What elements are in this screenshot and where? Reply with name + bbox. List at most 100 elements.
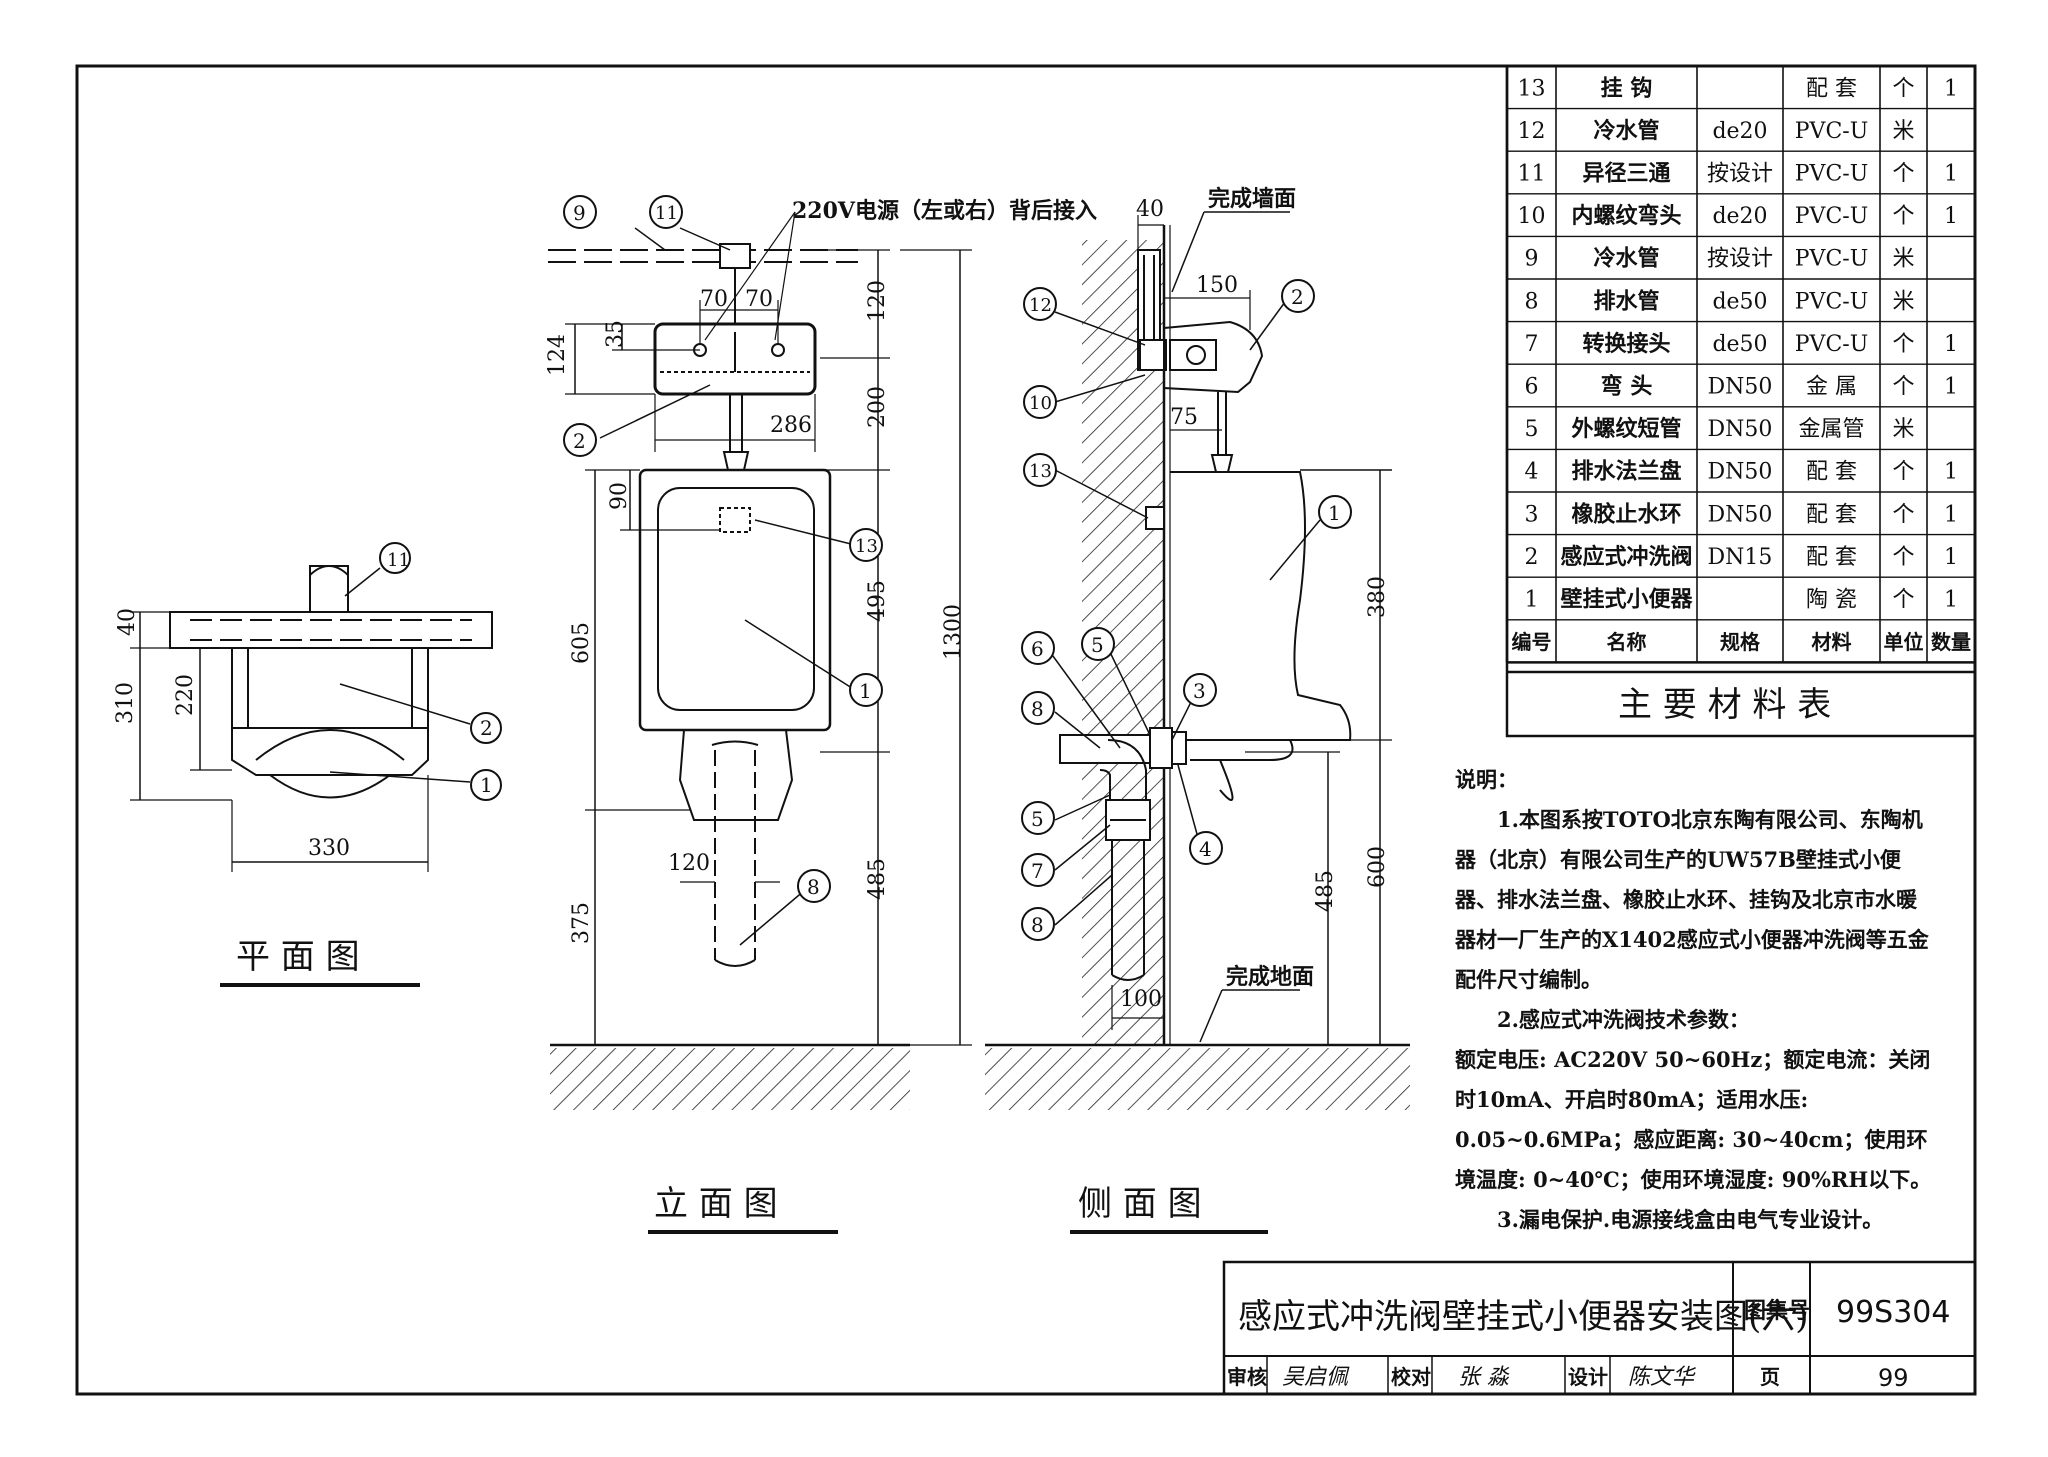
table-header-cell: 数量 [1931, 630, 1971, 654]
atlas-label: 图集号 [1744, 1298, 1810, 1324]
table-cell: 个 [1892, 588, 1914, 613]
top-view [130, 565, 493, 987]
callout-4: 4 [1189, 831, 1223, 865]
table-cell: 弯 头 [1601, 374, 1653, 400]
page-label: 页 [1760, 1365, 1780, 1389]
callout-3: 3 [1183, 673, 1217, 707]
table-cell: 排水法兰盘 [1571, 459, 1681, 485]
callout-1: 1 [1318, 495, 1352, 529]
table-cell: 金 属 [1806, 375, 1857, 400]
svg-text:1: 1 [859, 679, 872, 703]
table-cell: 个 [1892, 162, 1914, 187]
dim-75: 75 [1170, 405, 1198, 430]
callout-13: 13 [1023, 453, 1057, 487]
table-header-cell: 单位 [1884, 630, 1924, 654]
table-cell: 2 [1525, 545, 1539, 570]
table-cell: 米 [1892, 119, 1914, 144]
svg-text:10: 10 [1029, 393, 1052, 414]
callout-8-upper: 8 [1021, 691, 1055, 725]
table-cell: 1 [1944, 375, 1958, 400]
table-cell: 冷水管 [1593, 118, 1659, 144]
table-cell: 12 [1518, 119, 1546, 144]
svg-text:3: 3 [1193, 679, 1206, 703]
table-cell: 陶 瓷 [1806, 588, 1857, 613]
svg-text:11: 11 [387, 550, 410, 571]
table-cell: 转换接头 [1582, 331, 1670, 357]
table-cell: 挂 钩 [1601, 75, 1653, 101]
table-cell: 配 套 [1806, 76, 1857, 101]
table-cell: 10 [1518, 204, 1546, 229]
table-cell: 8 [1525, 289, 1539, 314]
dim-124: 124 [545, 334, 570, 376]
dim-485: 485 [1313, 870, 1338, 912]
dim-70-right: 70 [745, 287, 773, 312]
side-view [985, 211, 1410, 1234]
table-cell: 橡胶止水环 [1571, 501, 1681, 527]
design-label: 设计 [1568, 1365, 1608, 1389]
wall-label: 完成墙面 [1208, 186, 1296, 212]
svg-text:13: 13 [855, 536, 878, 557]
reviewer-signature: 吴启佩 [1282, 1365, 1350, 1390]
dim-150: 150 [1196, 273, 1238, 298]
atlas-number: 99S304 [1836, 1295, 1950, 1330]
dim-375: 375 [569, 902, 594, 944]
table-cell: PVC-U [1795, 162, 1869, 187]
callout-1: 1 [849, 673, 883, 707]
review-label: 审核 [1227, 1365, 1267, 1389]
note-2-params: 额定电压: AC220V 50~60Hz；额定电流：关闭时10mA、开启时80m… [1455, 1047, 1932, 1192]
side-view-title: 侧 面 图 [1078, 1184, 1202, 1224]
table-header-cell: 材料 [1812, 630, 1852, 654]
table-cell: PVC-U [1795, 332, 1869, 357]
table-cell: de20 [1712, 119, 1767, 144]
table-cell: 1 [1944, 332, 1958, 357]
callout-5-upper: 5 [1081, 627, 1115, 661]
dim-40: 40 [1136, 197, 1164, 222]
dim-310: 310 [113, 682, 138, 724]
check-label: 校对 [1391, 1365, 1431, 1389]
checker-signature: 张 淼 [1458, 1365, 1510, 1390]
dim-605: 605 [569, 622, 594, 664]
table-cell: 配 套 [1806, 460, 1857, 485]
callout-12: 12 [1023, 287, 1057, 321]
callout-1: 1 [470, 769, 502, 801]
table-cell: 1 [1525, 588, 1539, 613]
table-cell: 排水管 [1593, 288, 1659, 314]
callout-5-lower: 5 [1021, 801, 1055, 835]
table-cell: 配 套 [1806, 545, 1857, 570]
table-cell: 1 [1944, 460, 1958, 485]
callout-7: 7 [1021, 853, 1055, 887]
dim-286: 286 [770, 413, 812, 438]
table-cell: 1 [1944, 162, 1958, 187]
dim-220: 220 [173, 674, 198, 716]
side-view-labels: 完成墙面 完成地面 40 150 75 380 600 485 100 12 1… [1021, 186, 1390, 1224]
table-cell: DN50 [1708, 502, 1773, 527]
top-view-title: 平 面 图 [236, 937, 360, 977]
table-cell: 内螺纹弯头 [1571, 203, 1681, 229]
table-cell: 5 [1525, 417, 1539, 442]
dim-1300: 1300 [941, 604, 966, 660]
dim-200: 200 [865, 386, 890, 428]
table-cell: 个 [1892, 76, 1914, 101]
dim-90: 90 [607, 482, 632, 510]
table-cell: 11 [1518, 162, 1546, 187]
dim-100: 100 [1120, 987, 1162, 1012]
callout-11: 11 [649, 195, 683, 229]
table-cell: 配 套 [1806, 502, 1857, 527]
svg-text:8: 8 [1031, 913, 1044, 937]
page-number: 99 [1878, 1364, 1909, 1392]
table-cell: 金属管 [1798, 417, 1864, 442]
table-cell: DN50 [1708, 375, 1773, 400]
table-cell: 1 [1944, 76, 1958, 101]
svg-text:2: 2 [573, 429, 586, 453]
table-cell: de50 [1712, 332, 1767, 357]
table-cell: 1 [1944, 588, 1958, 613]
table-cell: 9 [1525, 247, 1539, 272]
front-view-title: 立 面 图 [654, 1184, 778, 1224]
table-cell: de50 [1712, 289, 1767, 314]
table-cell: 米 [1892, 289, 1914, 314]
callout-8: 8 [797, 869, 831, 903]
dim-35: 35 [603, 320, 628, 348]
table-header-cell: 规格 [1720, 630, 1761, 654]
svg-text:6: 6 [1031, 637, 1044, 661]
